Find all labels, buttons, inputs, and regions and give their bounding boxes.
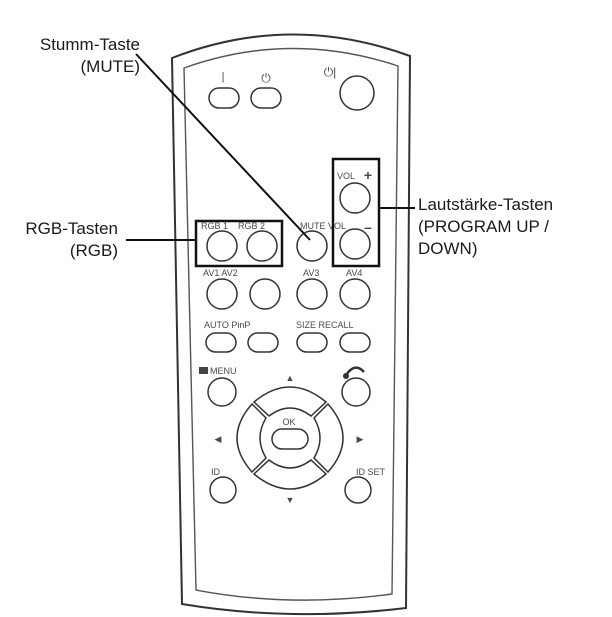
power-button[interactable] <box>250 87 282 109</box>
menu-screen-icon <box>199 367 208 374</box>
size-button[interactable] <box>296 332 328 353</box>
menu-button[interactable] <box>207 377 237 407</box>
volume-label: VOL <box>337 171 355 181</box>
av3-button[interactable] <box>296 278 328 310</box>
volume-down-button[interactable] <box>339 228 371 260</box>
av3-label: AV3 <box>303 268 319 278</box>
arrow-left-icon: ◀ <box>215 434 222 444</box>
return-icon-dot <box>343 373 349 379</box>
rgb2-button[interactable] <box>246 230 278 262</box>
recall-button[interactable] <box>339 332 371 353</box>
arrow-down-icon: ▼ <box>286 495 295 505</box>
rgb1-label: RGB 1 <box>201 221 228 231</box>
av2-button[interactable] <box>249 278 281 310</box>
rgb1-button[interactable] <box>206 230 238 262</box>
id-set-label: ID SET <box>356 467 386 477</box>
remote-body-inner <box>183 47 399 601</box>
rgb-callout-subtitle: (RGB) <box>69 241 118 260</box>
arrow-up-icon: ▲ <box>286 373 295 383</box>
id-label: ID <box>211 467 221 477</box>
dpad-right-button[interactable] <box>313 402 344 474</box>
auto-pinp-label: AUTO PinP <box>204 320 250 330</box>
av4-label: AV4 <box>346 268 362 278</box>
volume-callout-title: Lautstärke-Tasten <box>418 195 554 214</box>
volume-up-button[interactable] <box>339 182 371 214</box>
left-top-button[interactable] <box>208 87 240 109</box>
pinp-button[interactable] <box>247 332 279 353</box>
mute-callout-subtitle: (MUTE) <box>80 57 140 76</box>
ok-label: OK <box>282 417 295 427</box>
mute-button[interactable] <box>296 230 328 262</box>
rgb-callout: RGB-Tasten (RGB) <box>0 218 118 262</box>
dpad-down-button[interactable] <box>252 459 328 490</box>
volume-callout: Lautstärke-Tasten (PROGRAM UP / DOWN) <box>418 194 612 260</box>
volume-minus-symbol: – <box>364 219 372 235</box>
av4-button[interactable] <box>339 278 371 310</box>
mute-leader-line <box>135 53 311 241</box>
return-icon <box>344 366 365 376</box>
mute-callout: Stumm-Taste (MUTE) <box>0 34 140 78</box>
id-set-button[interactable] <box>344 476 372 504</box>
standby-icon: ⏻| <box>324 65 337 79</box>
av1-button[interactable] <box>206 278 238 310</box>
dpad-left-button[interactable] <box>236 402 267 474</box>
mute-callout-title: Stumm-Taste <box>39 35 140 54</box>
volume-plus-symbol: + <box>364 167 372 183</box>
size-recall-label: SIZE RECALL <box>296 320 354 330</box>
volume-callout-subtitle: (PROGRAM UP / <box>418 217 549 236</box>
mute-vol-label: MUTE VOL <box>300 221 346 231</box>
remote-body-outer <box>170 33 412 616</box>
menu-label: MENU <box>210 366 237 376</box>
av1-av2-label: AV1 AV2 <box>203 268 238 278</box>
arrow-right-icon: ▶ <box>357 434 364 444</box>
rgb-highlight-box <box>194 219 284 268</box>
dpad-up-button[interactable] <box>252 386 328 417</box>
volume-callout-subtitle-2: DOWN) <box>418 239 478 258</box>
return-button[interactable] <box>341 377 371 407</box>
power-icon: ⏻ <box>261 71 271 85</box>
rgb2-label: RGB 2 <box>238 221 265 231</box>
id-button[interactable] <box>209 476 237 504</box>
volume-highlight-box <box>331 157 381 268</box>
left-top-symbol: | <box>222 71 225 83</box>
rgb-callout-title: RGB-Tasten <box>25 219 118 238</box>
standby-button[interactable] <box>339 75 375 111</box>
ok-button[interactable] <box>271 428 309 450</box>
auto-button[interactable] <box>205 332 237 353</box>
